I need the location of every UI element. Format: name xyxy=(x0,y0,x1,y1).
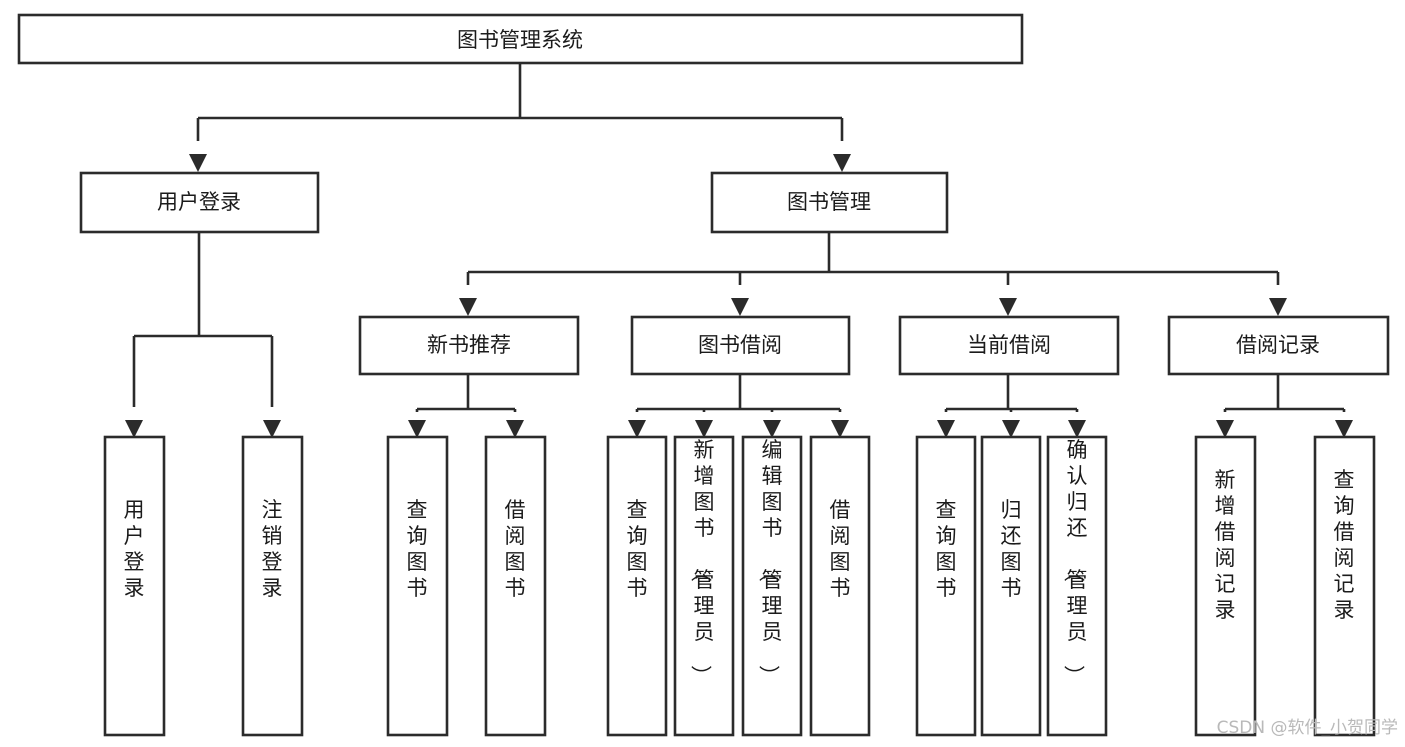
node-book-management-label: 图书管理 xyxy=(787,190,871,214)
node-book-borrow-box[interactable] xyxy=(630,315,851,376)
node-book-management-box[interactable] xyxy=(710,171,949,234)
node-book-borrow-label: 图书借阅 xyxy=(698,333,782,357)
arrow-head-icon xyxy=(1269,298,1287,316)
leaf-confirm-return[interactable]: 确认归还（管理员） xyxy=(1046,435,1108,737)
leaf-add-book[interactable]: 新增图书（管理员） xyxy=(673,435,735,737)
node-borrow-record-box[interactable] xyxy=(1167,315,1390,376)
node-root-box[interactable] xyxy=(17,13,1024,65)
node-borrow-record[interactable]: 借阅记录 xyxy=(1167,315,1390,376)
leaf-query-book-3-label: 查询图书 xyxy=(936,498,957,600)
watermark-label: CSDN @软件_小贺同学 xyxy=(1217,718,1398,738)
leaf-borrow-book-1-box[interactable] xyxy=(484,435,547,737)
leaf-confirm-return-label: 确认归还（管理员） xyxy=(1062,438,1088,686)
arrow-head-icon xyxy=(831,420,849,438)
arrow-head-icon xyxy=(695,420,713,438)
connector-bookborrow-to-leaves xyxy=(628,374,849,438)
node-new-book-recommend-label: 新书推荐 xyxy=(427,333,511,357)
arrow-head-icon xyxy=(1002,420,1020,438)
node-current-borrow[interactable]: 当前借阅 xyxy=(898,315,1120,376)
leaf-return-book-box[interactable] xyxy=(980,435,1042,737)
arrow-head-icon xyxy=(1335,420,1353,438)
node-user-login-label: 用户登录 xyxy=(157,190,241,214)
node-borrow-record-label: 借阅记录 xyxy=(1236,333,1320,357)
node-current-borrow-box[interactable] xyxy=(898,315,1120,376)
leaf-query-book-1-box[interactable] xyxy=(386,435,449,737)
arrow-head-icon xyxy=(506,420,524,438)
leaf-edit-book-box[interactable] xyxy=(741,435,803,737)
node-user-login-box[interactable] xyxy=(79,171,320,234)
leaf-return-book-label: 归还图书 xyxy=(1001,498,1022,600)
node-current-borrow-label: 当前借阅 xyxy=(967,333,1051,357)
node-user-login[interactable]: 用户登录 xyxy=(79,171,320,234)
arrow-head-icon xyxy=(628,420,646,438)
arrow-head-icon xyxy=(263,420,281,438)
arrow-head-icon xyxy=(937,420,955,438)
node-root-system[interactable]: 图书管理系统 xyxy=(17,13,1024,65)
leaf-borrow-book-2[interactable]: 借阅图书 xyxy=(809,435,871,737)
leaf-borrow-book-1-label: 借阅图书 xyxy=(505,498,526,600)
arrow-head-icon xyxy=(731,298,749,316)
leaf-query-book-2-label: 查询图书 xyxy=(627,498,648,600)
leaf-query-record-box[interactable] xyxy=(1313,435,1376,737)
connector-userlogin-to-leaves xyxy=(125,233,281,438)
arrow-head-icon xyxy=(125,420,143,438)
leaf-query-book-2-box[interactable] xyxy=(606,435,668,737)
leaf-borrow-book-2-box[interactable] xyxy=(809,435,871,737)
arrow-head-icon xyxy=(1068,420,1086,438)
arrow-head-icon xyxy=(189,154,207,172)
leaf-query-record[interactable]: 查询借阅记录 xyxy=(1313,435,1376,737)
leaf-add-book-label: 新增图书（管理员） xyxy=(689,438,715,686)
leaf-logout-login[interactable]: 注销登录 xyxy=(241,435,304,737)
leaf-query-book-1[interactable]: 查询图书 xyxy=(386,435,449,737)
leaf-logout-login-label: 注销登录 xyxy=(262,498,283,600)
leaf-user-login-label: 用户登录 xyxy=(124,498,145,600)
leaf-user-login[interactable]: 用户登录 xyxy=(103,435,166,737)
leaf-add-book-box[interactable] xyxy=(673,435,735,737)
leaf-add-record-label: 新增借阅记录 xyxy=(1215,468,1236,622)
node-new-book-recommend-box[interactable] xyxy=(358,315,580,376)
arrow-head-icon xyxy=(459,298,477,316)
leaf-user-login-box[interactable] xyxy=(103,435,166,737)
leaf-borrow-book-1[interactable]: 借阅图书 xyxy=(484,435,547,737)
leaf-query-book-1-label: 查询图书 xyxy=(407,498,428,600)
leaf-confirm-return-box[interactable] xyxy=(1046,435,1108,737)
leaf-add-record-box[interactable] xyxy=(1194,435,1257,737)
leaf-add-record[interactable]: 新增借阅记录 xyxy=(1194,435,1257,737)
node-book-borrow[interactable]: 图书借阅 xyxy=(630,315,851,376)
leaf-return-book[interactable]: 归还图书 xyxy=(980,435,1042,737)
node-new-book-recommend[interactable]: 新书推荐 xyxy=(358,315,580,376)
arrow-head-icon xyxy=(408,420,426,438)
connector-borrowrecord-to-leaves xyxy=(1216,374,1353,438)
arrow-head-icon xyxy=(763,420,781,438)
connector-currentborrow-to-leaves xyxy=(937,374,1086,438)
connector-bookmgmt-to-level2 xyxy=(459,233,1287,316)
node-book-management[interactable]: 图书管理 xyxy=(710,171,949,234)
leaf-edit-book-label: 编辑图书（管理员） xyxy=(757,438,783,686)
leaf-edit-book[interactable]: 编辑图书（管理员） xyxy=(741,435,803,737)
arrow-head-icon xyxy=(999,298,1017,316)
leaf-query-book-3[interactable]: 查询图书 xyxy=(915,435,977,737)
leaf-query-record-label: 查询借阅记录 xyxy=(1334,468,1355,622)
connector-newbook-to-leaves xyxy=(408,374,524,438)
leaf-logout-login-box[interactable] xyxy=(241,435,304,737)
node-root-label: 图书管理系统 xyxy=(457,28,583,52)
leaf-query-book-2[interactable]: 查询图书 xyxy=(606,435,668,737)
connector-root-to-level1 xyxy=(189,64,851,172)
leaf-borrow-book-2-label: 借阅图书 xyxy=(830,498,851,600)
leaf-query-book-3-box[interactable] xyxy=(915,435,977,737)
arrow-head-icon xyxy=(1216,420,1234,438)
arrow-head-icon xyxy=(833,154,851,172)
